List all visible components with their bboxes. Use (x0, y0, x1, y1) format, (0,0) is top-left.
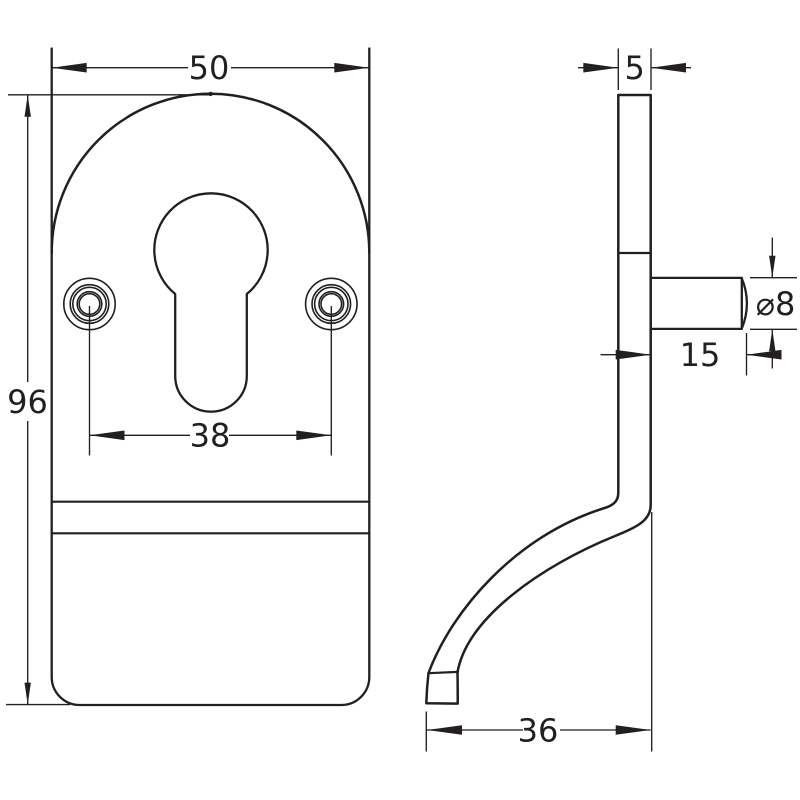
keyhole-cutout (153, 192, 269, 413)
cylinder-pin (649, 276, 749, 331)
plate-arch (50, 92, 371, 254)
arrowhead-right (615, 725, 651, 735)
arrowhead-left (746, 349, 782, 360)
dim-label-centres: 38 (190, 417, 231, 455)
pull-tip-end-line (427, 670, 460, 675)
arrowhead-right (334, 62, 370, 73)
dim-label-height: 96 (7, 383, 48, 421)
arrowhead-up (24, 94, 31, 117)
arrowhead-left (427, 725, 462, 735)
arrowhead-right (651, 62, 686, 73)
extension-lines (425, 512, 653, 752)
dim-fixing-centres: 38 (89, 417, 332, 455)
arrowhead-down (769, 255, 776, 278)
side-view: 5 ⌀8 15 36 (425, 48, 797, 752)
dim-label-width: 50 (189, 49, 230, 87)
dim-label-pin-diameter: ⌀8 (756, 285, 796, 323)
plate-body-outline (50, 47, 371, 707)
arrowhead-left (51, 62, 87, 73)
dim-pin-diameter: ⌀8 (750, 237, 797, 369)
dim-label-pin-projection: 15 (680, 336, 721, 374)
extension-lines (617, 48, 652, 90)
arrowhead-left (583, 62, 619, 73)
dim-overall-height: 96 (6, 94, 211, 706)
side-profile-outline (425, 93, 652, 705)
screw-hole-left (62, 277, 117, 456)
dim-label-thickness: 5 (625, 49, 645, 87)
arrowhead-down (24, 682, 31, 705)
screw-hole-right (304, 277, 358, 456)
arrowhead-up (769, 329, 776, 352)
front-view: 50 96 38 (6, 47, 371, 707)
dim-plate-thickness: 5 (578, 48, 691, 90)
arrowhead-right (296, 430, 332, 441)
arrowhead-left (89, 430, 125, 441)
dim-pull-projection: 36 (425, 512, 653, 752)
pin-end-cap (740, 277, 749, 330)
extension-lines (750, 277, 797, 330)
pin-outline (649, 276, 743, 331)
dim-overall-width: 50 (51, 49, 370, 87)
arrowhead-right (615, 349, 651, 360)
dim-label-pull-projection: 36 (518, 712, 559, 750)
dim-pin-projection: 15 (600, 333, 782, 376)
